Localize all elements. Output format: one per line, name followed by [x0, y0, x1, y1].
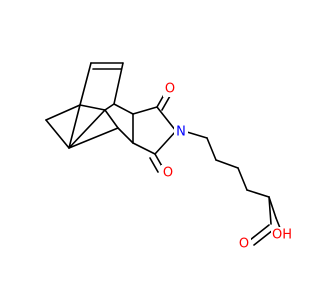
- bond-cooh-o-double: [253, 229, 274, 246]
- bond-co1-o-double: [161, 95, 171, 111]
- bond-cooh-oh: [275, 217, 281, 229]
- atom-o-bottom: O: [163, 166, 173, 181]
- bond-c6-c7: [68, 127, 119, 149]
- bond-c5-c4: [79, 104, 106, 111]
- bond-chain-3: [237, 167, 248, 191]
- bond-c5-cp: [45, 104, 81, 121]
- bond-c2-c3: [113, 62, 124, 105]
- molecule-canvas: O O N O OH: [45, 62, 293, 252]
- atom-oh-acid-bg: [271, 227, 293, 243]
- atom-o-top: O: [165, 82, 175, 97]
- bond-n-ch2a: [186, 131, 208, 139]
- bond-c8-co1: [132, 106, 158, 115]
- bond-c3-c8: [113, 103, 134, 115]
- bond-chain-4: [246, 189, 270, 198]
- atom-oh-acid: OH: [272, 228, 292, 243]
- bond-chain-2: [215, 159, 239, 169]
- bond-group: [45, 62, 281, 246]
- atom-o-top-bg: [163, 81, 177, 97]
- bond-c5-c6: [68, 104, 81, 149]
- bond-cooh-o: [249, 224, 270, 241]
- bond-c9-co2: [132, 142, 156, 155]
- bond-c3-c4: [104, 103, 115, 111]
- bond-chain-6: [268, 196, 272, 225]
- atom-label-group: O O N O OH: [161, 81, 293, 252]
- bond-co1-n: [156, 106, 177, 132]
- bond-c4-c7: [104, 109, 119, 129]
- atom-n-imide: N: [176, 125, 186, 140]
- atom-o-bottom-bg: [161, 165, 175, 181]
- molecule-structure: O O N O OH: [45, 62, 293, 252]
- bond-c6-c4: [68, 109, 106, 149]
- bond-chain-5: [268, 196, 277, 219]
- bond-co2-o-double: [149, 157, 159, 173]
- atom-o-acid: O: [239, 237, 249, 252]
- bond-c6-cp: [45, 119, 70, 149]
- atom-o-acid-bg: [237, 236, 251, 252]
- atom-n-imide-bg: [174, 124, 188, 140]
- bond-co2-n: [154, 130, 177, 155]
- bond-chain-1: [206, 137, 217, 161]
- bond-c7-c9: [117, 127, 134, 144]
- bond-c1-c5: [79, 62, 92, 106]
